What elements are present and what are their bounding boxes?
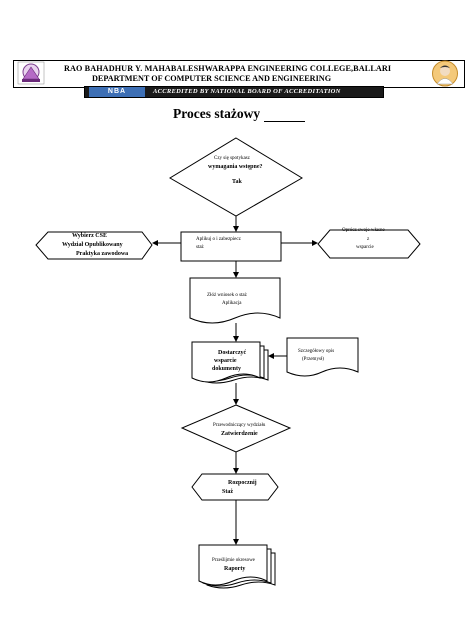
right-hex-line1: Oprócz swoje własne: [342, 228, 385, 233]
apply-line2: staż: [196, 245, 204, 250]
provide-line2: wsparcie: [214, 358, 237, 364]
submit-line1: Złóż wniosek o staż: [207, 293, 247, 298]
detailed-description-document: [286, 337, 359, 377]
college-logo-icon: [17, 61, 45, 85]
decision2-line1: Przewodniczący wydziału: [213, 423, 266, 428]
decision1-line1: Czy się spotykasz: [214, 156, 250, 161]
accreditation-banner: NBA ACCREDITED BY NATIONAL BOARD OF ACCR…: [84, 86, 384, 98]
nba-logo: NBA: [89, 87, 145, 97]
prerequisite-decision: [169, 137, 303, 217]
right-hex-line3: wsparcie: [356, 245, 374, 250]
accreditation-text: ACCREDITED BY NATIONAL BOARD OF ACCREDIT…: [153, 88, 341, 95]
left-hex-line1: Wybierz CSE: [72, 233, 107, 239]
diagram-title: Proces stażowy: [173, 106, 261, 121]
decision2-line2: Zatwierdzenie: [221, 431, 258, 437]
reports-line1: Prześlijmie okresowe: [212, 558, 255, 563]
founder-portrait-icon: [432, 60, 458, 87]
decision1-answer: Tak: [232, 179, 242, 185]
start-line2: Staż: [222, 489, 233, 495]
provide-documents-stack: [191, 341, 261, 383]
left-hex-line3: Praktyka zawodowa: [76, 251, 129, 257]
own-support-hexagon: [317, 229, 421, 259]
title-underline: [264, 121, 305, 122]
submit-application-document: [189, 277, 281, 324]
detail-line1: Szczegółowy opis: [298, 349, 335, 354]
right-hex-line2: z: [367, 237, 370, 242]
provide-line3: dokumenty: [212, 366, 242, 372]
detail-line2: (Przemysł): [302, 357, 324, 362]
college-header: RAO BAHADHUR Y. MAHABALESHWARAPPA ENGINE…: [13, 60, 465, 88]
college-name: RAO BAHADHUR Y. MAHABALESHWARAPPA ENGINE…: [64, 64, 392, 73]
provide-line1: Dostarczyć: [218, 350, 247, 356]
apply-line1: Aplikuj o i zabezpiecz: [196, 237, 241, 242]
decision1-line2: wymagania wstępne?: [208, 164, 263, 170]
choose-cse-hexagon: [35, 231, 153, 260]
department-name: DEPARTMENT OF COMPUTER SCIENCE AND ENGIN…: [92, 74, 332, 83]
start-line1: Rozpocznij: [228, 480, 257, 486]
left-hex-line2: Wydział Opublikowany: [62, 242, 123, 248]
reports-line2: Raporty: [224, 566, 246, 572]
reports-stack-front: [198, 544, 268, 586]
submit-line2: Aplikacja: [222, 301, 242, 306]
start-internship-hexagon: [191, 473, 279, 501]
apply-process: [180, 231, 282, 262]
